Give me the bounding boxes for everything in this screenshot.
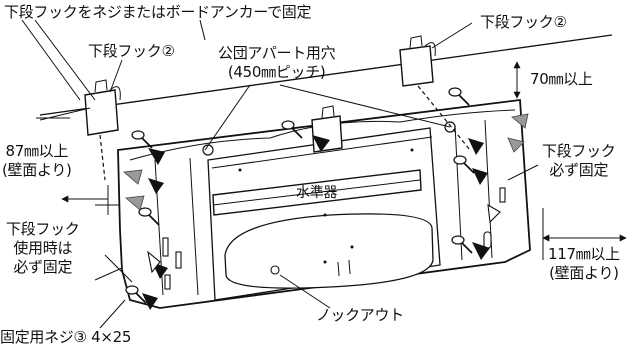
label-screw: 固定用ネジ③ 4×25	[0, 328, 132, 346]
dimension-117mm	[542, 208, 627, 260]
label-hook-right: 下段フック②	[480, 13, 567, 31]
direction-arrows	[142, 135, 490, 310]
screws	[125, 87, 475, 304]
label-hook-must-line2: 必ず固定	[549, 161, 609, 179]
label-use-hook-line3: 必ず固定	[13, 258, 73, 276]
label-hook-left: 下段フック②	[88, 42, 175, 60]
label-use-hook: 下段フック 使用時は 必ず固定	[6, 220, 80, 277]
hook-center	[311, 105, 343, 153]
hook-right	[399, 35, 436, 87]
label-clear-right-line2: (壁面より)	[549, 264, 619, 282]
hook-left	[84, 79, 121, 136]
label-knockout: ノックアウト	[316, 306, 404, 324]
label-clear-left-line1: 87㎜以上	[5, 142, 69, 160]
label-clear-left-line2: (壁面より)	[2, 161, 72, 179]
label-public-hole-line1: 公団アパート用穴	[218, 44, 336, 62]
wall-top-line	[39, 34, 613, 116]
hollow-arrows	[147, 203, 501, 274]
label-clear-top: 70㎜以上	[530, 70, 593, 88]
label-top-fix: 下段フックをネジまたはボードアンカーで固定	[4, 3, 312, 21]
label-public-hole-line2: (450㎜ピッチ)	[227, 63, 326, 81]
label-clear-left: 87㎜以上 (壁面より)	[2, 142, 72, 180]
label-level: 水準器	[296, 185, 338, 201]
label-hook-must-line1: 下段フック	[542, 142, 616, 160]
knockout-oval	[224, 213, 434, 289]
label-use-hook-line1: 下段フック	[6, 220, 80, 238]
label-hook-must: 下段フック 必ず固定	[542, 142, 616, 180]
grey-arrows	[123, 113, 529, 211]
label-clear-right-line1: 117㎜以上	[548, 245, 620, 263]
leader-lines	[21, 19, 539, 329]
dimension-87mm	[61, 185, 109, 215]
label-use-hook-line2: 使用時は	[13, 239, 73, 257]
label-public-hole: 公団アパート用穴 (450㎜ピッチ)	[218, 44, 336, 82]
label-clear-right: 117㎜以上 (壁面より)	[548, 245, 620, 283]
